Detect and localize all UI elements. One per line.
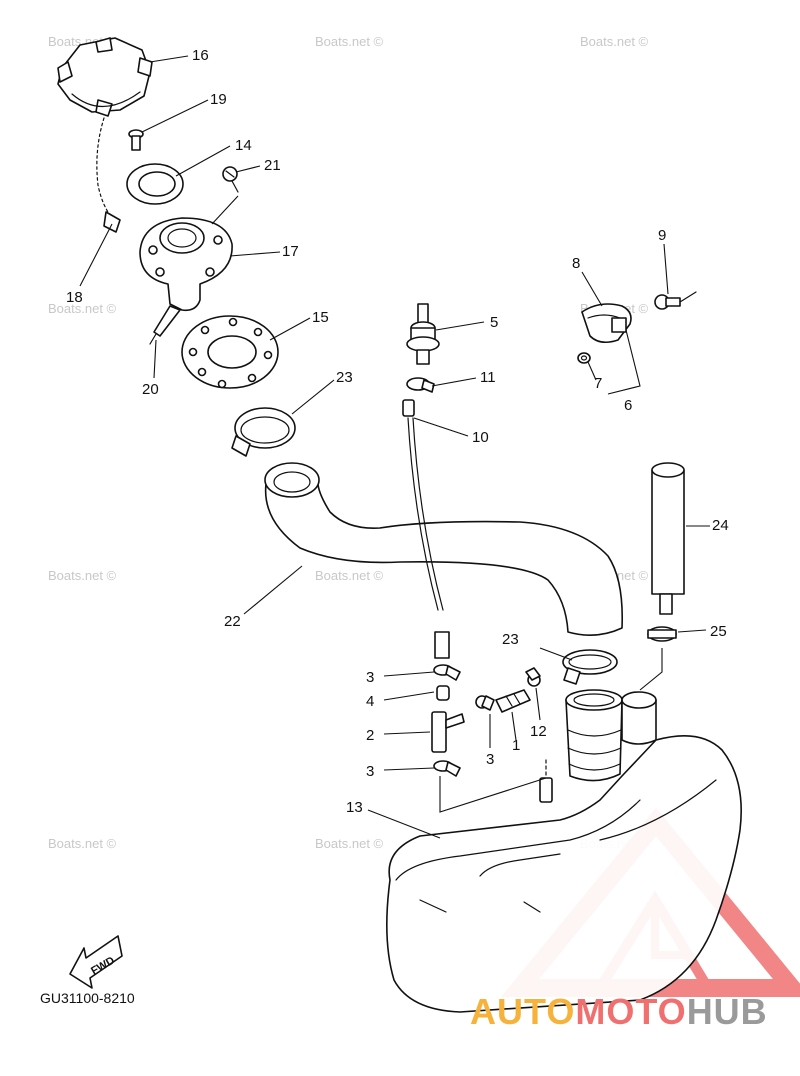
watermark: Boats.net © [315, 836, 384, 851]
clip-part-3-upper [433, 664, 461, 681]
filler-tube-part-24 [651, 462, 685, 615]
diagram-code: GU31100-8210 [40, 990, 135, 1006]
tube-stub [539, 759, 553, 803]
fwd-arrow-icon: FWD [69, 935, 123, 989]
fuel-hose-part-22 [264, 462, 624, 636]
clip-part-11 [406, 377, 435, 393]
callout-22: 22 [224, 613, 241, 630]
callout-20: 20 [142, 381, 159, 398]
callout-15: 15 [312, 309, 329, 326]
bolt-part-20 [149, 305, 181, 345]
callout-1: 1 [512, 737, 520, 754]
callout-13: 13 [346, 799, 363, 816]
callout-9: 9 [658, 227, 666, 244]
bolt-part-9 [654, 291, 697, 310]
brand-part-moto: MOTO [575, 991, 686, 1032]
callout-2: 2 [366, 727, 374, 744]
check-valve-part-1 [495, 689, 531, 713]
watermark: Boats.net © [48, 836, 117, 851]
watermark: Boats.net © [48, 568, 117, 583]
hose-clamp-part-23-upper [231, 407, 296, 457]
filler-neck-part-17 [139, 217, 233, 312]
watermarks: Boats.net © Boats.net © Boats.net © Boat… [48, 34, 649, 851]
fuel-tank-part-13 [386, 734, 742, 1013]
vent-valve-part-5 [406, 303, 440, 365]
callout-18: 18 [66, 289, 83, 306]
svg-text:AUTOMOTOHUB: AUTOMOTOHUB [470, 991, 768, 1032]
callout-17: 17 [282, 243, 299, 260]
chain-part-18 [96, 117, 121, 233]
bracket-part-8 [581, 303, 632, 344]
cap-part-4 [436, 685, 450, 701]
callout-11: 11 [480, 369, 496, 386]
callout-19: 19 [210, 91, 227, 108]
callout-6: 6 [624, 397, 632, 414]
callout-3-middle: 3 [486, 751, 494, 768]
hose-clamp-part-23-lower [562, 649, 618, 685]
callouts: 16 19 14 21 17 18 15 20 23 5 11 10 9 8 7… [66, 47, 729, 816]
grommet-part-25 [647, 626, 677, 642]
callout-4: 4 [366, 693, 374, 710]
tee-joint-part-2 [431, 711, 465, 753]
callout-7: 7 [594, 375, 602, 392]
brand-part-auto: AUTO [470, 991, 575, 1032]
screw-part-19 [128, 129, 144, 151]
washer-part-7 [577, 352, 591, 364]
callout-25: 25 [710, 623, 727, 640]
callout-16: 16 [192, 47, 209, 64]
watermark: Boats.net © [48, 301, 117, 316]
screw-part-21 [222, 166, 239, 193]
callout-8: 8 [572, 255, 580, 272]
callout-24: 24 [712, 517, 729, 534]
leader-lines [79, 55, 710, 839]
callout-21: 21 [264, 157, 281, 174]
callout-5: 5 [490, 314, 498, 331]
gasket-ring-part-14 [126, 163, 184, 205]
callout-10: 10 [472, 429, 489, 446]
tank-filler-neck [565, 689, 623, 782]
callout-23-upper: 23 [336, 369, 353, 386]
callout-14: 14 [235, 137, 252, 154]
callout-3-upper: 3 [366, 669, 374, 686]
clip-part-3-lower [433, 760, 461, 777]
watermark: Boats.net © [580, 34, 649, 49]
brand-logo-wordmark: AUTOMOTOHUB [470, 991, 768, 1032]
brand-part-hub: HUB [687, 991, 768, 1032]
fuel-cap-part-16 [57, 37, 153, 117]
callout-23-lower: 23 [502, 631, 519, 648]
watermark: Boats.net © [315, 568, 384, 583]
clip-part-12 [525, 667, 541, 687]
tank-grommet-collar [621, 691, 657, 745]
watermark: Boats.net © [315, 34, 384, 49]
callout-12: 12 [530, 723, 547, 740]
gasket-plate-part-15 [181, 315, 279, 389]
clip-part-3-middle [475, 695, 495, 711]
breather-tube-part-10 [402, 399, 450, 659]
callout-3-lower: 3 [366, 763, 374, 780]
